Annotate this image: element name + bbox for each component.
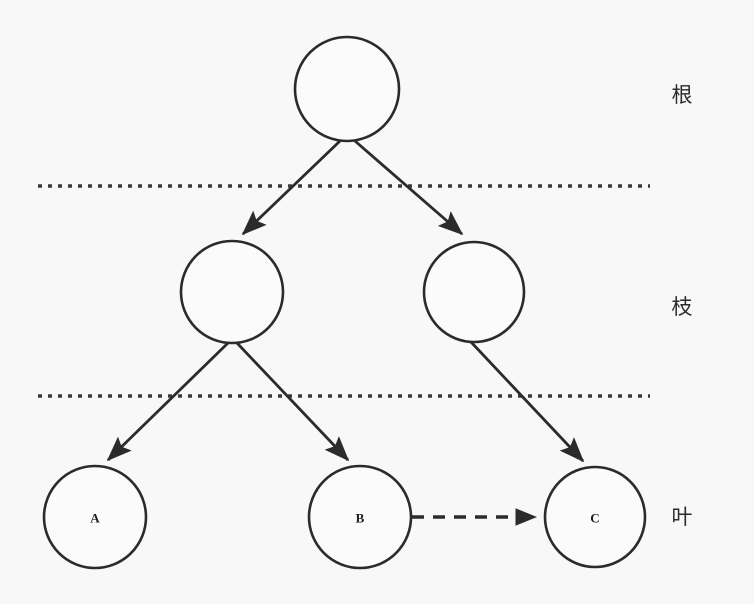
node-leaf-b-label: B	[356, 511, 365, 526]
tier-label-branch: 枝	[672, 295, 693, 319]
node-branch-right[interactable]	[422, 240, 526, 344]
node-leaf-b[interactable]: B	[307, 464, 413, 570]
edge-group	[106, 139, 585, 526]
edge-branch-right-to-leaf-c[interactable]	[469, 341, 585, 463]
node-leaf-c[interactable]: C	[543, 465, 647, 569]
node-branch-right-circle[interactable]	[422, 240, 526, 344]
node-leaf-a-label: A	[90, 511, 100, 526]
node-leaf-b-circle[interactable]	[307, 464, 413, 570]
edge-root-to-branch-right[interactable]	[354, 139, 464, 236]
node-leaf-a-circle[interactable]	[42, 464, 148, 570]
node-leaf-a[interactable]: A	[42, 464, 148, 570]
node-branch-left-circle[interactable]	[179, 239, 285, 345]
tier-label-group: 根 枝 叶	[672, 83, 693, 529]
tier-label-leaf: 叶	[672, 505, 693, 529]
node-root-circle[interactable]	[293, 35, 401, 143]
tier-label-root: 根	[672, 83, 693, 107]
node-leaf-c-circle[interactable]	[543, 465, 647, 569]
node-root[interactable]	[293, 35, 401, 143]
edge-branch-left-to-leaf-a[interactable]	[106, 341, 229, 462]
edge-root-to-branch-left[interactable]	[241, 139, 341, 236]
node-branch-left[interactable]	[179, 239, 285, 345]
divider-group	[38, 184, 650, 398]
edge-branch-left-to-leaf-b[interactable]	[235, 342, 350, 462]
node-leaf-c-label: C	[590, 511, 599, 526]
